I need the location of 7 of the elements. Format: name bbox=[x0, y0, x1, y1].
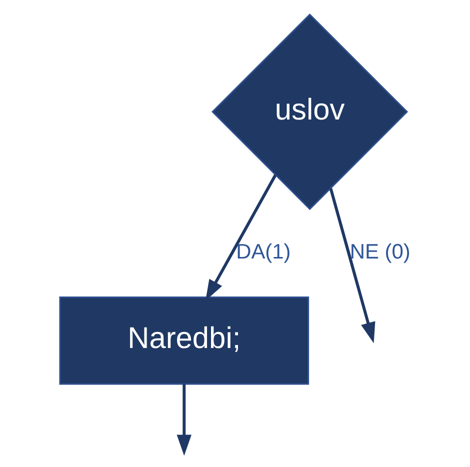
edge-label: NE (0) bbox=[350, 240, 410, 264]
arrow bbox=[176, 384, 192, 456]
node-box: Naredbi; bbox=[59, 296, 310, 385]
node-diamond: uslov bbox=[212, 14, 408, 210]
arrow bbox=[329, 188, 376, 344]
edge-label: DA(1) bbox=[236, 240, 291, 264]
arrow bbox=[206, 174, 277, 301]
